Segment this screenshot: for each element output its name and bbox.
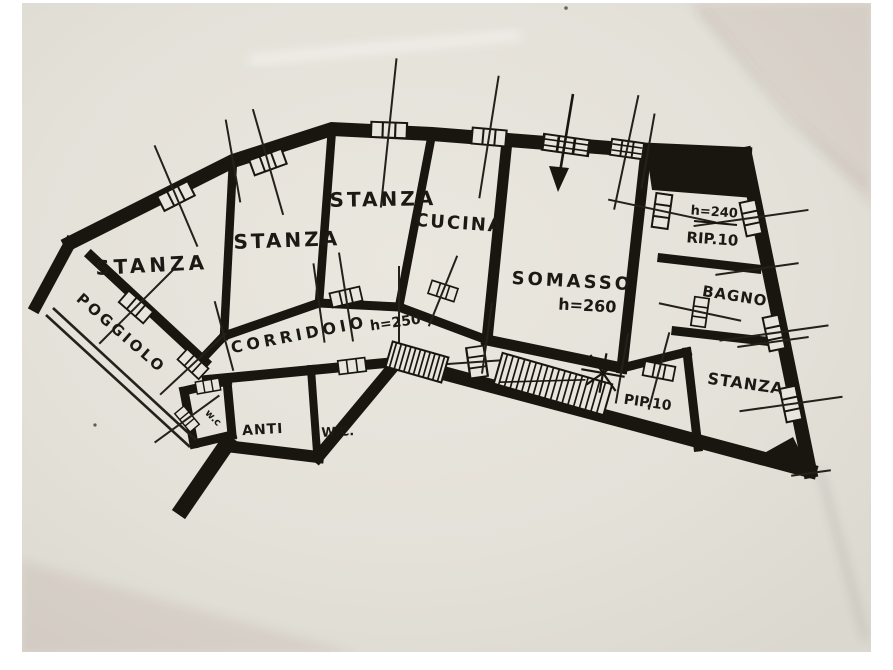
room-height-somasso: h=260	[558, 294, 617, 316]
room-label-anti: ANTI	[242, 421, 284, 439]
room-label-stanza-3: STANZA	[329, 186, 436, 212]
room-label-rip10: RIP.10	[686, 228, 739, 250]
room-height-corridoio: h=250	[369, 312, 422, 335]
room-label-stanza-2: STANZA	[233, 226, 340, 254]
stair-direction-marker	[581, 353, 625, 393]
stairs-flight-2	[492, 351, 614, 417]
window-symbols	[117, 120, 804, 433]
balcony-railing	[45, 307, 197, 448]
height-underline	[693, 220, 738, 226]
entrance-arrow	[549, 93, 575, 192]
door-symbol	[336, 356, 368, 376]
room-height-rip10: h=240	[690, 203, 738, 221]
room-label-wc: W.C.	[321, 424, 354, 441]
room-label-stanza-1: STANZA	[95, 250, 209, 280]
stairs-symbols	[384, 340, 625, 417]
stairs-flight-1	[384, 340, 450, 384]
room-label-pip10: PIP.10	[623, 392, 673, 415]
